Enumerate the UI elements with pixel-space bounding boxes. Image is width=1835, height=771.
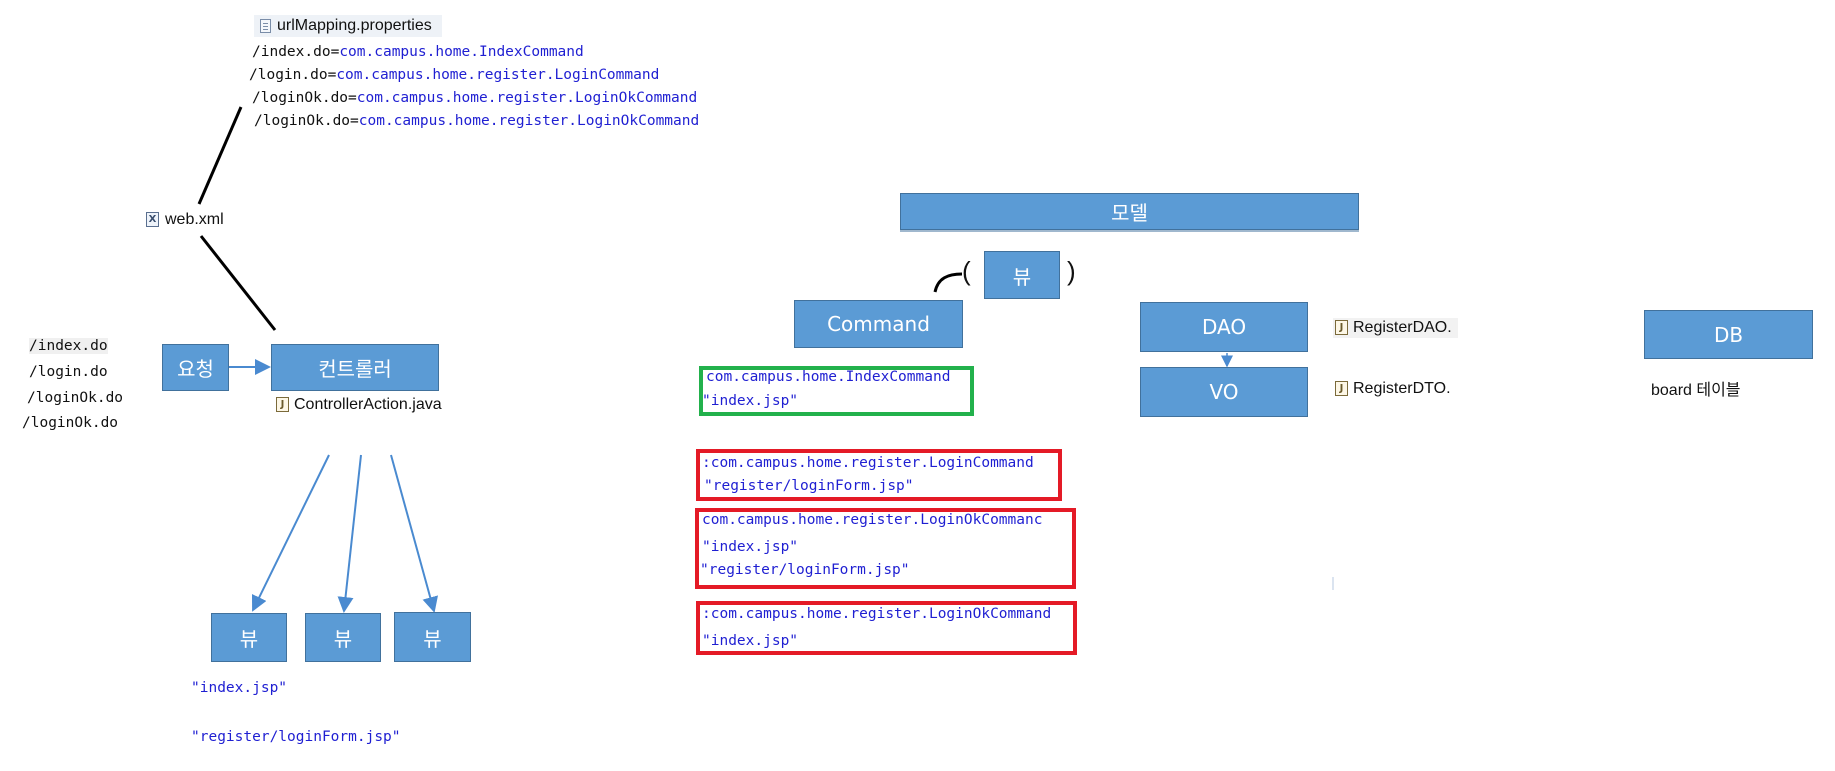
properties-file-icon xyxy=(260,18,271,33)
mapping-line: "index.jsp" xyxy=(702,393,799,409)
command-mapping-loginok-1 xyxy=(695,508,1076,589)
urlmapping-line: /loginOk.do=com.campus.home.register.Log… xyxy=(252,90,698,106)
mapping-line: "index.jsp" xyxy=(702,633,799,649)
vo-box: VO xyxy=(1140,367,1308,417)
view-box: 뷰 xyxy=(394,612,471,662)
mapping-line: "index.jsp" xyxy=(702,539,799,555)
mapping-line: :com.campus.home.register.LoginOkCommand xyxy=(702,606,1052,622)
command-mapping-login xyxy=(696,449,1062,501)
model-box: 모델 xyxy=(900,193,1359,230)
request-url: /loginOk.do xyxy=(27,390,124,406)
view-path: "register/loginForm.jsp" xyxy=(191,729,401,745)
xml-file-icon: X xyxy=(146,212,159,228)
command-box: Command xyxy=(794,300,963,348)
mapping-line: "register/loginForm.jsp" xyxy=(700,562,910,578)
urlmapping-line: /loginOk.do=com.campus.home.register.Log… xyxy=(254,113,700,129)
view-box: 뷰 xyxy=(211,613,287,662)
urlmapping-file-name: urlMapping.properties xyxy=(277,17,432,34)
java-file-icon: J xyxy=(1335,320,1348,336)
model-view-box: 뷰 xyxy=(984,251,1060,299)
request-url: /login.do xyxy=(29,364,108,380)
urlmapping-file-label: urlMapping.properties xyxy=(254,15,442,37)
request-url: /loginOk.do xyxy=(22,415,119,431)
mapping-line: com.campus.home.IndexCommand xyxy=(706,369,951,385)
curve-command-view xyxy=(933,272,963,293)
line-urlmapping-webxml xyxy=(197,106,243,205)
request-box: 요청 xyxy=(162,344,229,391)
arrow-controller-view3 xyxy=(390,454,438,613)
controller-box: 컨트롤러 xyxy=(271,344,439,391)
paren-open: ( xyxy=(962,256,971,286)
view-path: "index.jsp" xyxy=(191,680,288,696)
urlmapping-line: /index.do=com.campus.home.IndexCommand xyxy=(252,44,584,60)
db-box: DB xyxy=(1644,310,1813,359)
view-box: 뷰 xyxy=(305,613,381,662)
dao-box: DAO xyxy=(1140,302,1308,352)
arrow-controller-view2 xyxy=(337,454,362,613)
request-url: /index.do xyxy=(29,338,108,354)
java-file-icon: J xyxy=(276,397,289,413)
command-mapping-loginok-2 xyxy=(696,601,1077,655)
command-mapping-index xyxy=(699,366,974,416)
urlmapping-line: /login.do=com.campus.home.register.Login… xyxy=(249,67,660,83)
mapping-line: "register/loginForm.jsp" xyxy=(704,478,914,494)
db-table-label: board 테이블 xyxy=(1651,382,1741,399)
arrow-controller-view1 xyxy=(251,454,330,612)
paren-close: ) xyxy=(1067,256,1076,286)
line-webxml-controller xyxy=(199,235,277,331)
mapping-line: com.campus.home.register.LoginOkCommanc xyxy=(702,512,1043,528)
java-file-icon: J xyxy=(1335,381,1348,397)
mapping-line: :com.campus.home.register.LoginCommand xyxy=(702,455,1034,471)
